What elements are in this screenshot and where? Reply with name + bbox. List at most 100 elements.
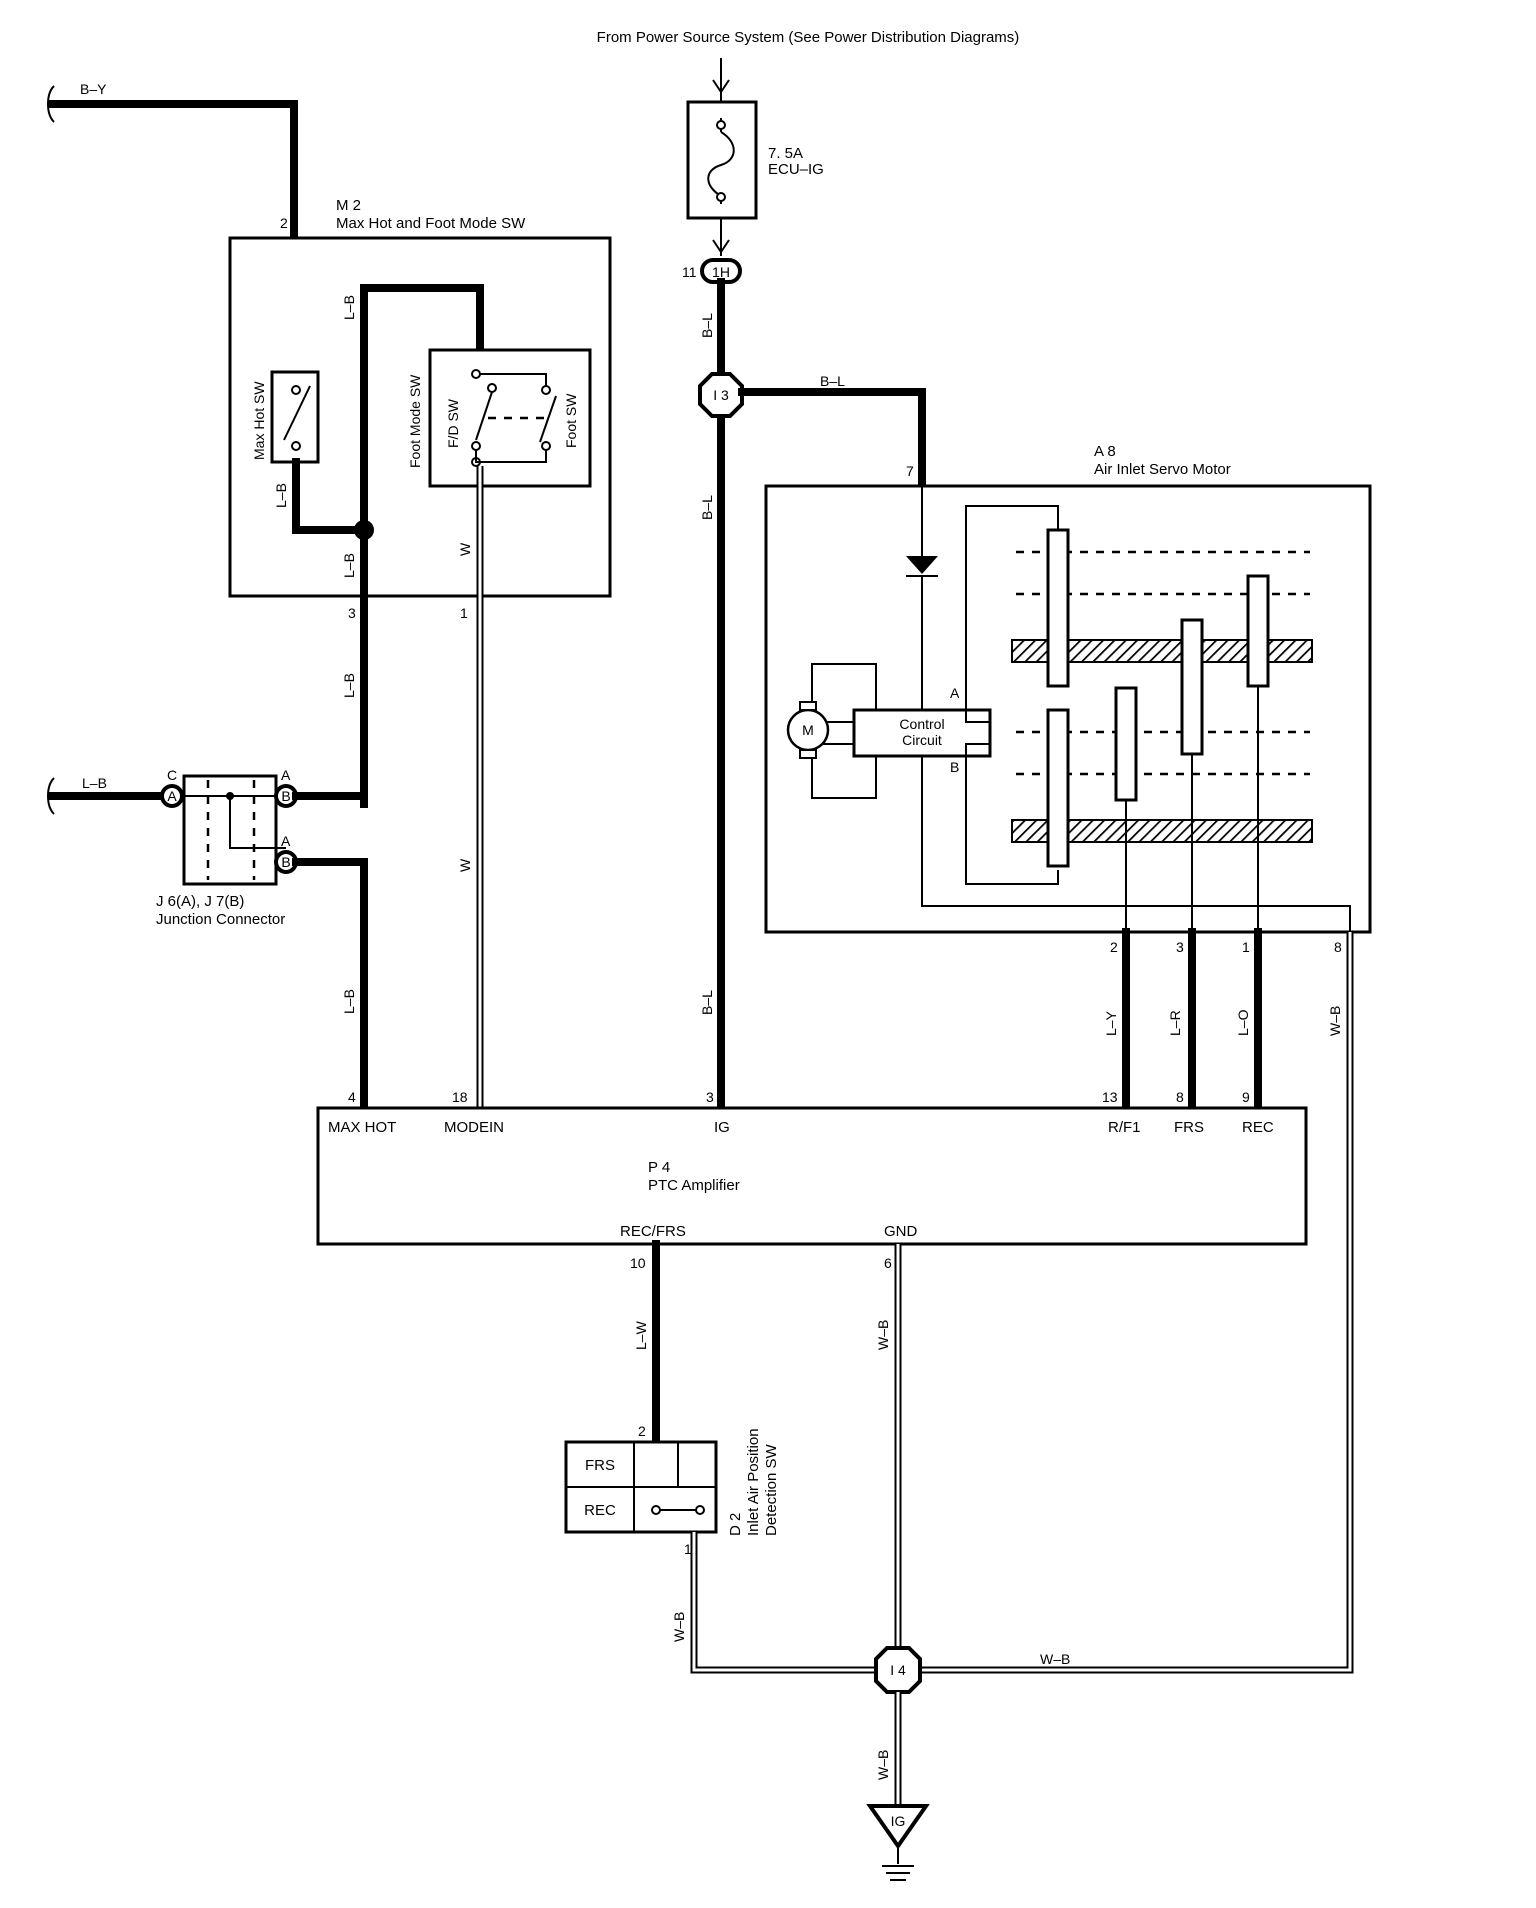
wire-l-b-top (360, 284, 484, 376)
wire-label-l-b-3: L–B (341, 553, 357, 578)
ground-label: IG (891, 1813, 906, 1829)
wire-label-l-r: L–R (1167, 1010, 1183, 1036)
wire-b-l-branch (738, 388, 926, 490)
j6j7-term-c: C (167, 767, 177, 783)
d2-code: D 2 (727, 1513, 744, 1536)
fuse-ecu-ig (686, 58, 758, 256)
wire-label-l-b-5: L–B (341, 989, 357, 1014)
control-circuit-line1: Control (899, 716, 944, 732)
m2-name: Max Hot and Foot Mode SW (336, 215, 526, 232)
j6j7-term-b-2-letter: B (281, 854, 290, 870)
a8-terminal-b: B (950, 759, 959, 775)
m2-code: M 2 (336, 197, 361, 214)
wire-label-l-b-input: L–B (82, 775, 107, 791)
control-circuit (852, 708, 992, 758)
m2-pin-2: 2 (280, 215, 288, 231)
j6j7-name-1: J 6(A), J 7(B) (156, 893, 244, 910)
wire-label-w-1: W (457, 542, 473, 556)
fd-sw-label: F/D SW (445, 398, 461, 448)
junction-i3 (698, 372, 744, 418)
hatched-plate-lower (1011, 819, 1313, 843)
wire-label-w-2: W (457, 858, 473, 872)
wire-label-b-l-2: B–L (699, 495, 715, 520)
p4-label-ig: IG (714, 1119, 730, 1136)
ground-symbol (866, 1804, 930, 1881)
junction-i4-label: I 4 (890, 1662, 906, 1678)
p4-label-rec: REC (1242, 1119, 1274, 1136)
control-circuit-line2: Circuit (902, 732, 942, 748)
wire-label-b-y: B–Y (80, 81, 107, 97)
p4-code: P 4 (648, 1159, 670, 1176)
wire-label-l-y: L–Y (1103, 1010, 1119, 1036)
j6j7-term-a-letter: A (167, 788, 177, 804)
connector-1h-pin: 11 (682, 264, 697, 280)
wire-label-l-b-4: L–B (341, 673, 357, 698)
connector-1h-label: 1H (712, 264, 730, 280)
m2-pin-1: 1 (460, 605, 468, 621)
d2-pin-2: 2 (638, 1423, 646, 1439)
p4-label-gnd: GND (884, 1223, 918, 1240)
j6j7-term-a-upper: A (281, 767, 291, 783)
j6j7-term-a-lower: A (281, 833, 291, 849)
p4-label-modein: MODEIN (444, 1119, 504, 1136)
j6j7-term-b-1-letter: B (281, 788, 290, 804)
wire-label-b-l-3: B–L (699, 990, 715, 1015)
power-source-label: From Power Source System (See Power Dist… (597, 29, 1020, 46)
foot-sw-label: Foot SW (563, 393, 579, 448)
wire-l-b-maxhot (292, 458, 368, 534)
junction-i4 (874, 1646, 922, 1694)
motor-label: M (802, 722, 814, 738)
wire-label-b-l-1: B–L (699, 313, 715, 338)
wire-label-l-b-2: L–B (341, 295, 357, 320)
d2-frs: FRS (585, 1457, 615, 1474)
p4-pin-rf1: 13 (1102, 1089, 1118, 1105)
diode (906, 556, 938, 574)
j6j7-term-a (160, 784, 184, 808)
p4-label-frs: FRS (1174, 1119, 1204, 1136)
wire-label-w-b-a8: W–B (1327, 1006, 1343, 1036)
p4-pin-rec: 9 (1242, 1089, 1250, 1105)
wire-label-w-b-gnd: W–B (875, 1320, 891, 1350)
d2-rec: REC (584, 1502, 616, 1519)
wire-label-l-b-1: L–B (273, 483, 289, 508)
wire-label-w-b-ground: W–B (875, 1750, 891, 1780)
m2-pin-3: 3 (348, 605, 356, 621)
a8-code: A 8 (1094, 443, 1116, 460)
d2-pin-1: 1 (684, 1541, 692, 1557)
p4-box (316, 1106, 1308, 1246)
p4-pin-modein: 18 (452, 1089, 468, 1105)
junction-i3-label: I 3 (713, 387, 729, 403)
foot-mode-sw-label: Foot Mode SW (407, 374, 423, 468)
a8-pin-8: 8 (1334, 939, 1342, 955)
p4-name: PTC Amplifier (648, 1177, 740, 1194)
p4-pin-frs: 8 (1176, 1089, 1184, 1105)
p4-label-rec-frs: REC/FRS (620, 1223, 686, 1240)
p4-label-rf1: R/F1 (1108, 1119, 1141, 1136)
max-hot-sw-label: Max Hot SW (251, 381, 267, 460)
a8-terminal-a: A (950, 685, 960, 701)
splice-point (354, 520, 374, 540)
j6j7-name-2: Junction Connector (156, 911, 285, 928)
wire-label-b-l-branch: B–L (820, 373, 845, 389)
p4-pin-gnd: 6 (884, 1255, 892, 1271)
wire-label-l-o: L–O (1235, 1009, 1251, 1036)
a8-pin-1: 1 (1242, 939, 1250, 955)
a8-pin-7: 7 (906, 463, 914, 479)
wire-label-l-w: L–W (633, 1320, 649, 1350)
wire-l-b-j-lower (292, 858, 368, 1112)
p4-label-max-hot: MAX HOT (328, 1119, 396, 1136)
fuse-rating: 7. 5A (768, 145, 803, 162)
p4-pin-max-hot: 4 (348, 1089, 356, 1105)
a8-name: Air Inlet Servo Motor (1094, 461, 1231, 478)
a8-pin-2: 2 (1110, 939, 1118, 955)
wire-label-w-b-d2: W–B (671, 1612, 687, 1642)
p4-pin-ig: 3 (706, 1089, 714, 1105)
hatched-plate-upper (1011, 639, 1313, 663)
d2-name-1: Inlet Air Position (745, 1428, 762, 1536)
fuse-name: ECU–IG (768, 161, 824, 178)
d2-name-2: Detection SW (763, 1443, 780, 1536)
p4-pin-rec-frs: 10 (630, 1255, 646, 1271)
wire-label-w-b-right: W–B (1040, 1651, 1070, 1667)
a8-pin-3: 3 (1176, 939, 1184, 955)
